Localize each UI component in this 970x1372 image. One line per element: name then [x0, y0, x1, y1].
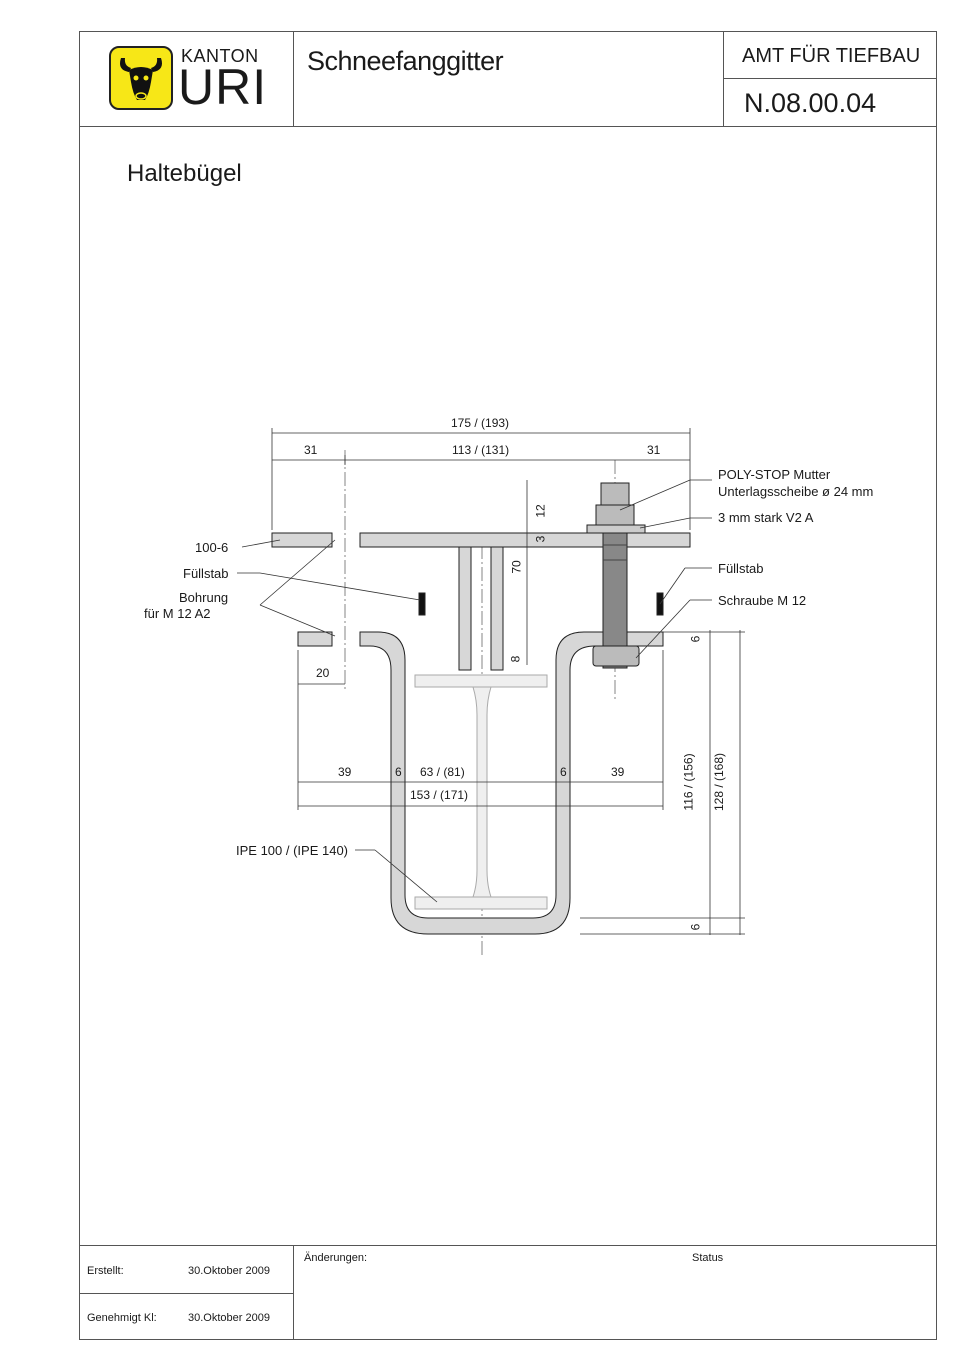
dim-mid: 113 / (131) [452, 443, 510, 457]
dim-6-bottom: 6 [688, 923, 703, 931]
label-schraube: Schraube M 12 [718, 593, 807, 608]
dim-128: 128 / (168) [712, 752, 727, 812]
label-bohrung-line1: Bohrung [179, 590, 229, 605]
drawing-subtitle: Haltebügel [127, 160, 242, 187]
drawing-frame [79, 31, 937, 1340]
label-bohrung-line2: für M 12 A2 [144, 606, 211, 621]
approved-date: 30.Oktober 2009 [188, 1312, 270, 1324]
canton-name: URI [178, 59, 268, 115]
dimension-lines [271, 428, 745, 935]
label-ipe: IPE 100 / (IPE 140) [236, 843, 349, 858]
status-label: Status [692, 1252, 724, 1264]
dim-6-right: 6 [560, 765, 567, 779]
approved-label: Genehmigt Kl: [87, 1312, 157, 1324]
dim-39-right: 39 [611, 765, 625, 779]
dim-20: 20 [316, 666, 330, 680]
dim-116: 116 / (156) [681, 753, 696, 811]
label-fuellstab-right: Füllstab [718, 561, 764, 576]
uri-bull-logo [109, 46, 173, 110]
document-number: N.08.00.04 [744, 88, 877, 118]
dim-70: 70 [509, 560, 524, 574]
vertical-plates [458, 546, 504, 671]
bull-head-icon [120, 58, 162, 100]
dim-8: 8 [508, 655, 523, 663]
lower-left-bar [297, 631, 333, 647]
label-fuellstab-left: Füllstab [183, 566, 229, 581]
dim-39-left: 39 [338, 765, 352, 779]
fuellstab-left [418, 592, 426, 616]
footer-mid-line [79, 1293, 293, 1294]
header-col-divider-1 [293, 31, 294, 126]
dim-6-left: 6 [395, 765, 402, 779]
dim-12: 12 [533, 504, 548, 518]
leader-lines [237, 479, 712, 903]
header-divider [79, 126, 937, 127]
dim-6-top: 6 [688, 635, 703, 643]
footer-col-divider [293, 1245, 294, 1340]
bolt-assembly [586, 482, 646, 669]
dim-3: 3 [533, 535, 548, 543]
canton-label: KANTON [181, 46, 259, 66]
label-stark: 3 mm stark V2 A [718, 510, 814, 525]
office-name: AMT FÜR TIEFBAU [742, 45, 921, 67]
created-date: 30.Oktober 2009 [188, 1265, 270, 1277]
header-office-divider [723, 78, 937, 79]
ipe-beam [414, 674, 548, 910]
dim-153: 153 / (171) [410, 788, 469, 802]
created-label: Erstellt: [87, 1265, 124, 1277]
label-polystop: POLY-STOP Mutter [718, 467, 831, 482]
label-100-6: 100-6 [195, 540, 229, 555]
footer-top-line [79, 1245, 937, 1246]
document-title: Schneefanggitter [307, 46, 504, 76]
dim-left: 31 [304, 443, 318, 457]
dim-total: 175 / (193) [451, 416, 510, 430]
changes-label: Änderungen: [304, 1252, 367, 1264]
dim-right: 31 [647, 443, 661, 457]
dim-63: 63 / (81) [420, 765, 465, 779]
label-scheibe: Unterlagsscheibe ø 24 mm [718, 484, 874, 499]
